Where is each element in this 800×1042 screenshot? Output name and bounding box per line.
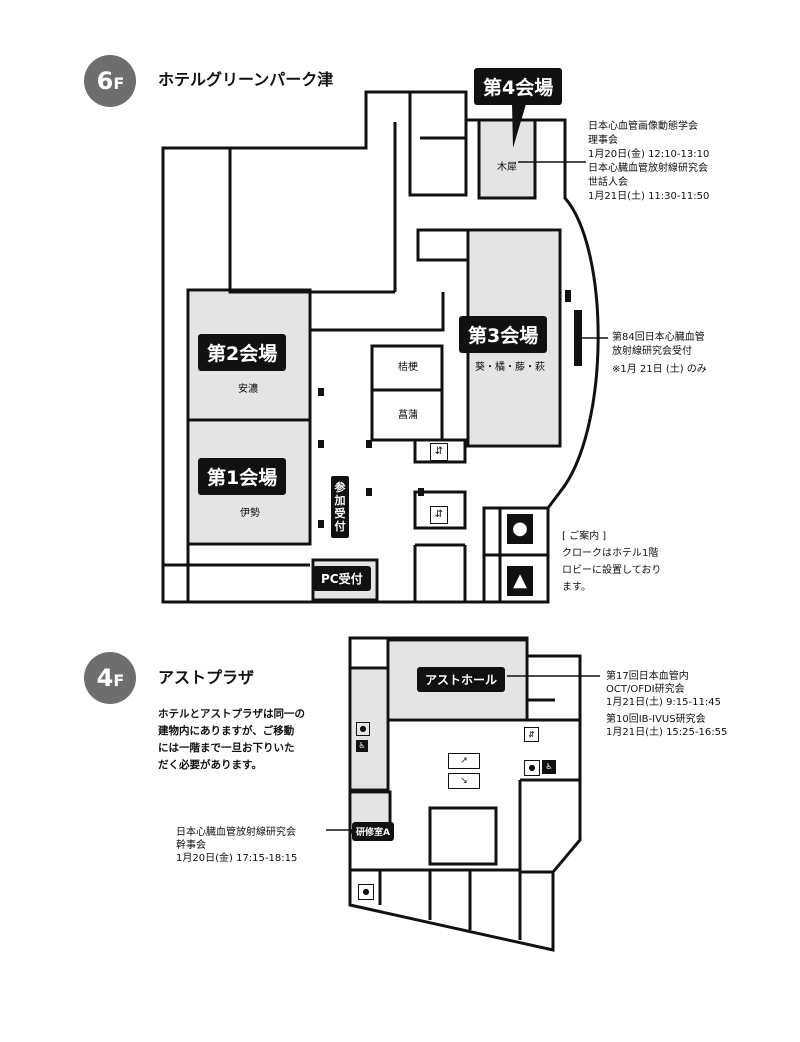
room-mokusei: 木犀 (497, 162, 517, 173)
restroom-icon: ● (524, 760, 540, 776)
guide-title: [ ご案内 ] (562, 531, 607, 542)
description-line-2: 建物内にありますが、ご移動 (158, 725, 295, 737)
training-note-1: 日本心臓血管放射線研究会 (176, 827, 296, 838)
ast-note-3: 1月21日(土) 9:15-11:45 (606, 697, 721, 708)
ast-note-4: 第10回IB-IVUS研究会 (606, 714, 706, 725)
hall3-note-3: ※1月 21日 (土) のみ (612, 364, 707, 375)
wheelchair-icon: ♿ (542, 760, 556, 774)
elevator-icon: ⇵ (430, 506, 448, 524)
guide-line-1: クロークはホテル1階 (562, 548, 659, 559)
description-line-4: だく必要があります。 (158, 759, 262, 771)
training-room-label[interactable]: 研修室A (352, 822, 394, 841)
ast-note-2: OCT/OFDI研究会 (606, 684, 685, 695)
ast-note-1: 第17回日本血管内 (606, 671, 689, 682)
hall3-label[interactable]: 第3会場 (459, 316, 548, 353)
escalator-icon: ↗ (448, 753, 480, 769)
hall4-note-3: 1月20日(金) 12:10-13:10 (588, 149, 710, 160)
floor-4-number: 4 (96, 664, 114, 692)
room-ano: 安濃 (238, 384, 258, 395)
hall4-note-4: 日本心臓血管放射線研究会 (588, 163, 708, 174)
hall4-area (479, 121, 535, 197)
guide-notes: [ ご案内 ] クロークはホテル1階 ロビーに設置しており ます。 (562, 528, 661, 596)
hall4-note-1: 日本心血管画像動態学会 (588, 121, 698, 132)
restroom-icon: ● (356, 722, 370, 736)
restroom-female-icon: ▲ (507, 566, 533, 596)
restroom-male-icon: ● (507, 514, 533, 544)
floor-6-letter: F (113, 73, 124, 93)
escalator-icon: ↘ (448, 773, 480, 789)
reception-vertical-label[interactable]: 参加受付 (331, 476, 349, 538)
ast-hall-label[interactable]: アストホール (417, 667, 506, 692)
ast-note-5: 1月21日(土) 15:25-16:55 (606, 727, 728, 738)
pc-reception-label[interactable]: PC受付 (313, 566, 371, 591)
floor-4-letter: F (113, 670, 124, 690)
description-line-3: には一階まで一旦お下りいた (158, 742, 295, 754)
room-kikyo: 桔梗 (398, 362, 418, 373)
floor-4-title: アストプラザ (158, 668, 255, 687)
room-ise: 伊勢 (240, 508, 260, 519)
room-shobu: 菖蒲 (398, 410, 418, 421)
elevator-icon: ⇵ (430, 443, 448, 461)
training-room-notes: 日本心臓血管放射線研究会 幹事会 1月20日(金) 17:15-18:15 (176, 826, 297, 865)
hall4-label[interactable]: 第4会場 (474, 68, 563, 105)
floor-6-title: ホテルグリーンパーク津 (158, 70, 334, 89)
floor-6-number: 6 (96, 67, 114, 95)
hall4-note-5: 世話人会 (588, 177, 628, 188)
6f-outer-wall (161, 90, 600, 604)
wheelchair-icon: ♿ (356, 740, 368, 752)
hall3-notes: 第84回日本心臓血管 放射線研究会受付 ※1月 21日 (土) のみ (612, 331, 707, 377)
room-aoi-tachibana: 葵・橘・藤・萩 (475, 362, 545, 373)
restroom-icon: ● (358, 884, 374, 900)
hall1-label[interactable]: 第1会場 (198, 458, 287, 495)
guide-line-2: ロビーに設置しており (562, 565, 662, 576)
hall4-note-6: 1月21日(土) 11:30-11:50 (588, 191, 710, 202)
hall2-label[interactable]: 第2会場 (198, 334, 287, 371)
hall3-note-2: 放射線研究会受付 (612, 346, 692, 357)
hall3-note-1: 第84回日本心臓血管 (612, 332, 705, 343)
description-line-1: ホテルとアストプラザは同一の (158, 708, 305, 720)
elevator-icon: ⇵ (524, 727, 539, 742)
floor-4-description: ホテルとアストプラザは同一の 建物内にありますが、ご移動 には一階まで一旦お下り… (158, 706, 305, 774)
ast-hall-notes: 第17回日本血管内 OCT/OFDI研究会 1月21日(土) 9:15-11:4… (606, 670, 727, 739)
guide-line-3: ます。 (562, 582, 591, 593)
hall4-note-2: 理事会 (588, 135, 618, 146)
training-note-2: 幹事会 (176, 840, 206, 851)
training-note-3: 1月20日(金) 17:15-18:15 (176, 853, 298, 864)
hall4-notes: 日本心血管画像動態学会 理事会 1月20日(金) 12:10-13:10 日本心… (588, 120, 709, 204)
